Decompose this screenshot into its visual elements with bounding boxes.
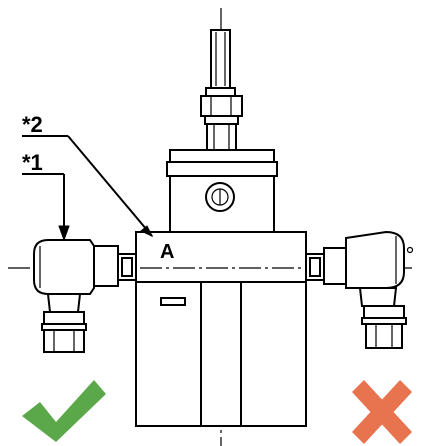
callout-2-leader xyxy=(22,135,154,238)
callout-1-leader xyxy=(22,173,70,242)
cross-mark-icon xyxy=(352,380,412,444)
upper-housing xyxy=(166,149,278,233)
marker-a-label: A xyxy=(160,241,174,263)
left-fitting xyxy=(33,239,137,353)
top-stem xyxy=(205,29,236,97)
callout-1-label: *1 xyxy=(22,150,43,175)
callout-2-label: *2 xyxy=(22,112,43,137)
top-nut xyxy=(200,95,243,151)
right-fitting xyxy=(305,230,414,349)
check-mark-icon xyxy=(22,380,106,442)
